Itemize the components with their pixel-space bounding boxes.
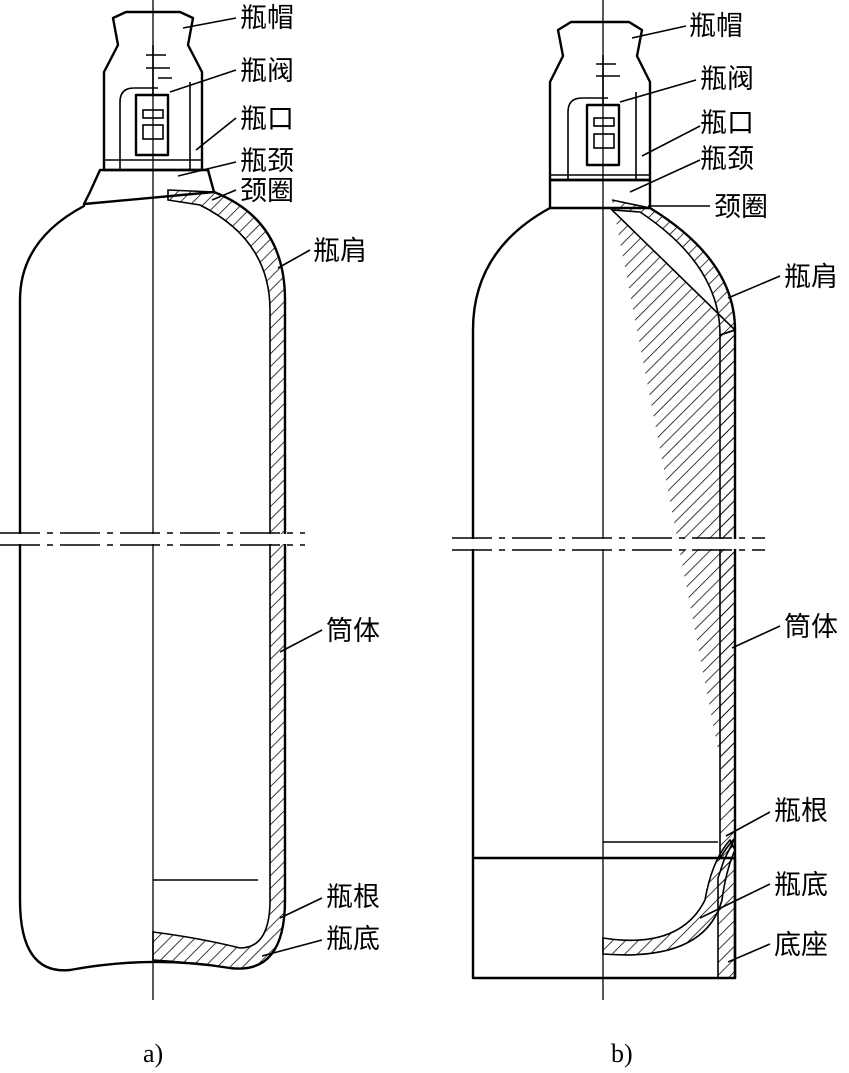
cap-inner-a: [119, 82, 191, 170]
leader-mouth-b: [641, 125, 701, 157]
label-valve-b: 瓶阀: [700, 64, 754, 95]
base-b: [471, 856, 737, 980]
leader-bottom-a: [261, 939, 323, 957]
label-valve-a: 瓶阀: [240, 56, 294, 87]
label-body-a: 筒体: [326, 616, 380, 647]
cylinder-b: 瓶帽 瓶阀 瓶口 瓶颈 颈圈 瓶肩 筒体 瓶根 瓶底 底座 b): [452, 0, 838, 1068]
leader-shoulder-a: [277, 249, 311, 269]
label-cap-a: 瓶帽: [240, 3, 294, 34]
wall-hatch-a: [152, 189, 286, 970]
valve-detail2-a: [142, 124, 164, 140]
leader-body-a: [279, 629, 323, 653]
cylinder-a: 瓶帽 瓶阀 瓶口 瓶颈 颈圈 瓶肩 筒体 瓶根 瓶底 a): [0, 0, 380, 1068]
inner-wall-b: [719, 328, 736, 861]
label-mouth-b: 瓶口: [700, 108, 754, 139]
label-neck-a: 瓶颈: [240, 146, 294, 177]
collar-a: [82, 168, 216, 206]
leader-shoulder-b: [727, 275, 781, 299]
leader-root-b: [725, 811, 771, 837]
label-collar-b: 颈圈: [714, 192, 768, 223]
break-gap-a: [0, 534, 305, 544]
label-bottom-b: 瓶底: [774, 870, 828, 901]
leader-valve-b: [619, 79, 697, 103]
cap-a: [102, 10, 204, 172]
label-cap-b: 瓶帽: [689, 11, 743, 42]
leader-collar-a: [211, 189, 237, 201]
label-bottom-a: 瓶底: [326, 924, 380, 955]
cap-b: [548, 20, 652, 182]
leader-base-b: [727, 943, 771, 963]
collar-b: [548, 178, 652, 210]
caption-a: a): [143, 1039, 163, 1068]
bottom-hatch-b: [602, 838, 736, 956]
label-base-b: 底座: [774, 930, 828, 961]
valve-detail-b: [593, 117, 615, 127]
label-body-b: 筒体: [784, 612, 838, 643]
leader-bottom-b: [699, 883, 771, 919]
valve-detail-a: [142, 109, 164, 119]
leader-neck-b: [629, 159, 701, 193]
caption-b: b): [611, 1039, 633, 1068]
label-shoulder-a: 瓶肩: [313, 236, 367, 267]
valve-a: [134, 93, 170, 157]
label-mouth-a: 瓶口: [240, 104, 294, 135]
leader-cap-b: [631, 25, 687, 39]
label-collar-a: 颈圈: [240, 176, 294, 207]
leader-valve-a: [169, 69, 237, 93]
leader-cap-a: [182, 17, 237, 29]
leader-body-b: [731, 625, 781, 649]
leader-neck-a: [177, 161, 237, 177]
label-root-a: 瓶根: [326, 882, 380, 913]
valve-stem-a: [146, 45, 172, 95]
valve-stem-b: [596, 55, 620, 105]
leader-mouth-a: [195, 117, 237, 151]
label-shoulder-b: 瓶肩: [784, 262, 838, 293]
cap-inner-b: [567, 92, 637, 180]
label-root-b: 瓶根: [774, 796, 828, 827]
leader-root-a: [279, 897, 323, 919]
valve-detail2-b: [593, 133, 615, 149]
label-neck-b: 瓶颈: [700, 144, 754, 175]
break-gap-b: [452, 539, 765, 549]
